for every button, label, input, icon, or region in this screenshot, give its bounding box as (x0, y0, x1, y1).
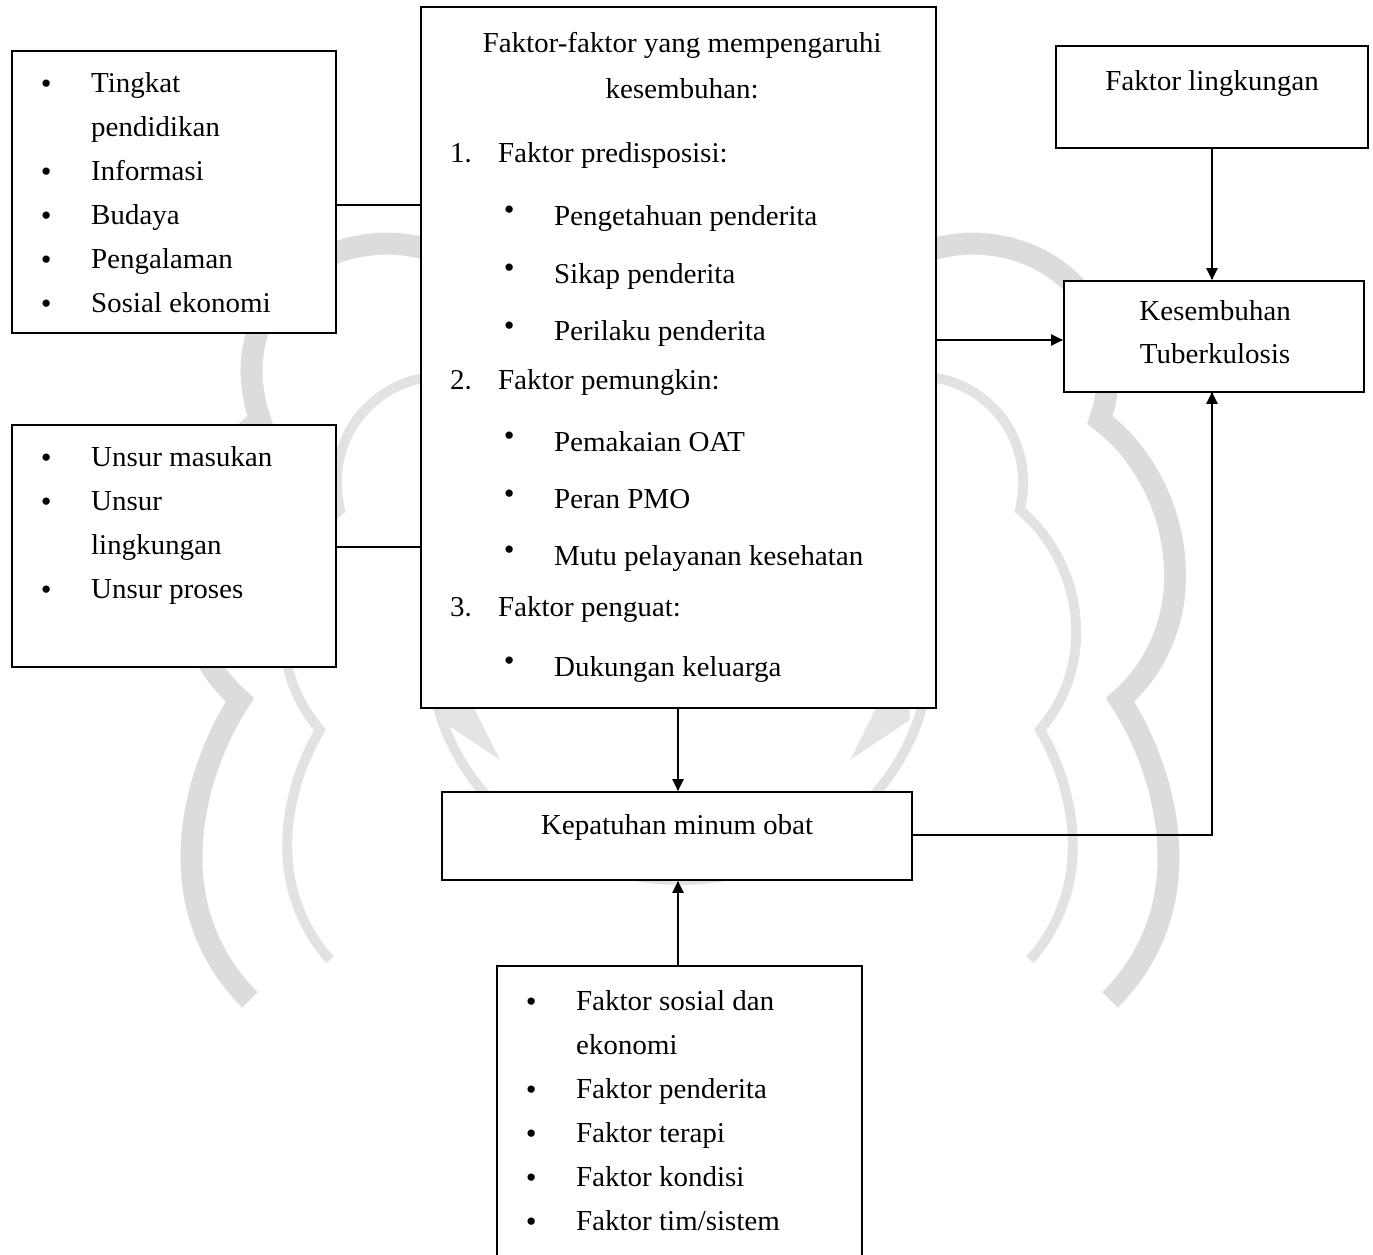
list-item: Perilaku penderita (504, 303, 934, 359)
list-item: Pengalaman (41, 237, 311, 281)
center-box: Faktor-faktor yang mempengaruhi kesembuh… (420, 6, 937, 709)
list-item: Faktor penderita (526, 1067, 836, 1111)
group-label: Faktor pemungkin: (498, 364, 720, 396)
list-item: Faktor terapi (526, 1111, 836, 1155)
env-box: Faktor lingkungan (1055, 45, 1369, 149)
list-item: Pemakaian OAT (504, 413, 934, 471)
list-item: Faktor tim/sistem (526, 1199, 836, 1243)
env-label: Faktor lingkungan (1105, 65, 1319, 97)
list-item: Peran PMO (504, 471, 934, 527)
list-item: Faktor sosial dan ekonomi (526, 979, 836, 1067)
list-item: Sosial ekonomi (41, 281, 311, 325)
list-item: Unsur masukan (41, 435, 311, 479)
list-item: Unsur proses (41, 567, 311, 611)
compliance-box: Kepatuhan minum obat (441, 791, 913, 881)
list-item: Budaya (41, 193, 311, 237)
group-label: Faktor penguat: (498, 591, 681, 623)
arrow-compliance-to-outcome (912, 392, 1218, 836)
list-item: Pengetahuan penderita (504, 187, 934, 245)
center-box-title: Faktor-faktor yang mempengaruhi kesembuh… (482, 27, 882, 105)
group-number: 1. (450, 137, 472, 169)
group-number: 2. (450, 364, 472, 396)
compliance-label: Kepatuhan minum obat (540, 809, 814, 841)
bottom-box: Faktor sosial dan ekonomi Faktor penderi… (496, 965, 863, 1255)
group-number: 3. (450, 591, 472, 623)
left-top-box: Tingkat pendidikan Informasi Budaya Peng… (11, 50, 337, 334)
list-item: Unsur lingkungan (41, 479, 251, 567)
list-item: Sikap penderita (504, 245, 934, 303)
list-item: Informasi (41, 149, 311, 193)
list-item: Mutu pelayanan kesehatan (504, 527, 934, 585)
list-item: Tingkat pendidikan (41, 61, 311, 149)
list-item: Faktor kondisi (526, 1155, 836, 1199)
outcome-box: Kesembuhan Tuberkulosis (1063, 280, 1365, 393)
outcome-label: Kesembuhan Tuberkulosis (1139, 295, 1291, 370)
group-label: Faktor predisposisi: (498, 137, 728, 169)
list-item: Dukungan keluarga (504, 638, 934, 696)
left-mid-box: Unsur masukan Unsur lingkungan Unsur pro… (11, 424, 337, 668)
